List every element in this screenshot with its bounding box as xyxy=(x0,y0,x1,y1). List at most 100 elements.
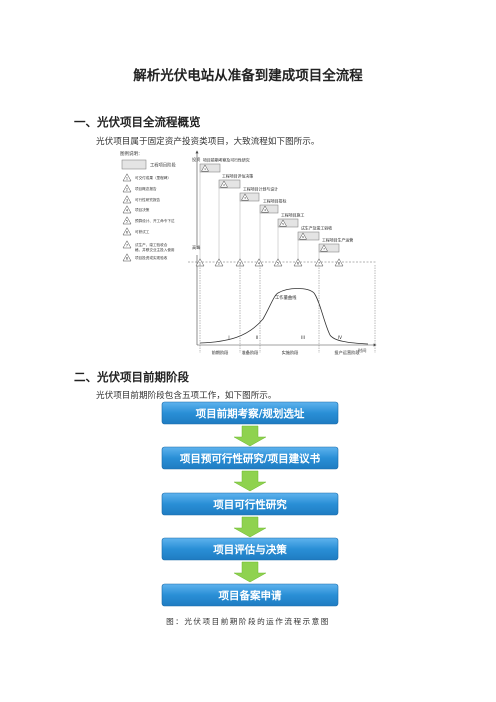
svg-text:项目前期考察/规划选址: 项目前期考察/规划选址 xyxy=(196,407,305,420)
svg-text:3: 3 xyxy=(239,262,241,266)
y-axis-bottom-label: 高峰 xyxy=(192,244,201,251)
paragraph-early-phase: 光伏项目前期阶段包含五项工作，如下图所示。 xyxy=(96,391,277,401)
svg-text:2: 2 xyxy=(218,262,220,266)
phase-label: 准备阶段 xyxy=(242,349,260,356)
legend-milestone-icon: 3 xyxy=(122,195,132,204)
stage-number-icon: 4 xyxy=(261,205,269,213)
svg-text:1: 1 xyxy=(126,177,128,181)
phase-label: 前期阶段 xyxy=(212,349,230,356)
phase-numeral: III xyxy=(301,335,305,340)
flow-arrow-icon xyxy=(233,425,267,447)
svg-text:1: 1 xyxy=(204,167,206,171)
legend-milestone-icon: 7 xyxy=(122,240,132,249)
stage-box xyxy=(239,192,260,202)
legend-milestone-icon: 4 xyxy=(122,205,132,214)
time-axis-label: 时间 xyxy=(358,347,366,354)
svg-text:7: 7 xyxy=(318,262,320,266)
svg-text:6: 6 xyxy=(297,262,299,266)
flow-step: 项目预可行性研究/项目建议书 xyxy=(161,446,339,470)
legend-box-label: 工程项目阶段 xyxy=(150,162,176,169)
svg-text:8: 8 xyxy=(126,257,128,261)
svg-text:8: 8 xyxy=(338,262,340,266)
legend-milestone-icon: 5 xyxy=(122,216,132,225)
stage-number-icon: 6 xyxy=(299,232,307,240)
stage-label: 工程项目施工 xyxy=(281,213,304,218)
milestone-triangle-icon: 4 xyxy=(254,258,264,267)
legend-title: 图例说明： xyxy=(120,150,143,157)
document-title: 解析光伏电站从准备到建成项目全流程 xyxy=(133,68,363,84)
svg-text:6: 6 xyxy=(302,235,304,239)
legend-milestone-icon: 1 xyxy=(122,173,132,182)
workload-curve-label: 工作量曲线 xyxy=(275,294,297,301)
stage-label: 工程项目计划与设计 xyxy=(243,187,278,192)
legend-milestone-icon: 2 xyxy=(122,184,132,193)
flow-step: 项目前期考察/规划选址 xyxy=(161,401,339,425)
stage-box xyxy=(297,231,320,241)
svg-text:5: 5 xyxy=(277,262,279,266)
stage-number-icon: 3 xyxy=(241,193,249,201)
stage-label: 项目前期考察及可行性研究 xyxy=(203,158,250,163)
flow-step: 项目可行性研究 xyxy=(161,492,339,516)
svg-text:2: 2 xyxy=(126,188,128,192)
stage-label: 工程项目生产运营 xyxy=(322,238,353,243)
flow-step: 项目评估与决策 xyxy=(161,537,339,561)
flow-arrow-icon xyxy=(233,561,267,583)
milestone-triangle-icon: 2 xyxy=(214,258,224,267)
project-lifecycle-diagram: 图例说明： 工程项目阶段 1 可交付成果（里程碑） 2 项目概念报告 3 可行性研究报告 4… xyxy=(118,147,380,357)
early-phase-flowchart: 项目前期考察/规划选址项目预可行性研究/项目建议书项目可行性研究项目评估与决策项… xyxy=(160,400,340,608)
stage-number-icon: 5 xyxy=(279,219,287,227)
flow-arrow-icon xyxy=(233,516,267,538)
stage-box xyxy=(259,204,279,214)
legend-item-label: 项目投资或实现验收 xyxy=(135,255,168,260)
svg-text:7: 7 xyxy=(126,244,128,248)
flowchart-caption: 图：光伏项目前期阶段的运作流程示意图 xyxy=(166,617,330,626)
legend-item-label: 格，并移交业主投入使用 xyxy=(135,247,175,252)
legend-item-label: 可交付成果（里程碑） xyxy=(135,175,171,180)
section-heading-early-phase: 二、光伏项目前期阶段 xyxy=(74,370,189,384)
phase-label: 实施阶段 xyxy=(282,349,300,356)
svg-text:4: 4 xyxy=(126,209,128,213)
paragraph-overview: 光伏项目属于固定资产投资类项目，大致流程如下图所示。 xyxy=(96,137,320,147)
section-heading-overview: 一、光伏项目全流程概览 xyxy=(74,115,201,129)
legend-item-label: 试生产、竣工验收合 xyxy=(135,242,168,247)
svg-text:2: 2 xyxy=(223,183,225,187)
svg-text:5: 5 xyxy=(282,222,284,226)
milestone-triangle-icon: 3 xyxy=(235,258,245,267)
y-axis-top-label: 投资 xyxy=(192,156,200,163)
svg-text:5: 5 xyxy=(126,220,128,224)
milestone-triangle-icon: 6 xyxy=(293,258,303,267)
stage-label: 工程项目评估决策 xyxy=(222,174,253,179)
svg-text:6: 6 xyxy=(126,231,128,235)
svg-text:4: 4 xyxy=(264,208,266,212)
svg-text:项目备案申请: 项目备案申请 xyxy=(219,589,282,602)
legend-item-label: 可行性研究报告 xyxy=(135,197,161,202)
stage-number-icon: 1 xyxy=(201,164,209,172)
legend-item-label: 项目概念报告 xyxy=(135,186,157,191)
legend-item-label: 可获试工 xyxy=(135,229,150,234)
legend-item-label: 预算设计、开工命令下达 xyxy=(135,218,175,223)
milestone-triangle-icon: 5 xyxy=(273,258,283,267)
stage-label: 试生产及竣工验收 xyxy=(301,226,332,231)
svg-text:3: 3 xyxy=(126,199,128,203)
svg-text:项目评估与决策: 项目评估与决策 xyxy=(213,543,287,556)
legend-milestone-icon: 6 xyxy=(122,227,132,236)
stage-box xyxy=(318,243,340,253)
flow-step: 项目备案申请 xyxy=(161,583,339,607)
milestone-triangle-icon: 8 xyxy=(334,258,344,267)
stage-box xyxy=(218,179,241,189)
milestone-triangle-icon: 7 xyxy=(314,258,324,267)
stage-box xyxy=(199,163,221,173)
flow-arrow-icon xyxy=(233,470,267,492)
phase-numeral: I xyxy=(228,335,229,340)
svg-text:7: 7 xyxy=(323,247,325,251)
legend-stage-box xyxy=(121,159,147,170)
svg-text:1: 1 xyxy=(199,262,201,266)
stage-label: 工程项目招标 xyxy=(263,199,286,204)
workload-curve xyxy=(199,288,369,345)
phase-numeral: II xyxy=(256,335,258,340)
stage-box xyxy=(277,218,299,228)
svg-text:3: 3 xyxy=(244,196,246,200)
legend-item-label: 项目决策 xyxy=(135,207,150,212)
svg-text:项目预可行性研究/项目建议书: 项目预可行性研究/项目建议书 xyxy=(180,452,321,465)
svg-text:项目可行性研究: 项目可行性研究 xyxy=(213,498,287,511)
